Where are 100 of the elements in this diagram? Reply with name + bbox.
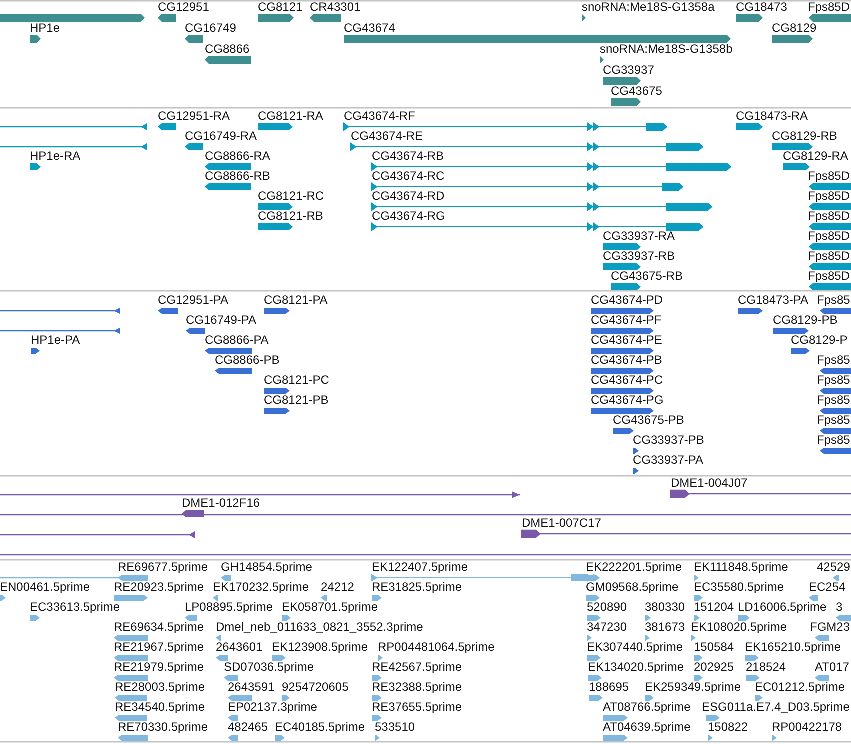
feature-label: LD16006.5prime: [738, 601, 827, 614]
feature-label: RP004481064.5prime: [378, 641, 495, 654]
feature-label: RE20923.5prime: [114, 581, 204, 594]
feature-label: 150584: [694, 641, 734, 654]
feature-label: CG8866: [205, 43, 250, 56]
feature-label: GM09568.5prime: [586, 581, 679, 594]
feature-label: EC254: [809, 581, 846, 594]
feature-label: CG43675-RB: [611, 270, 684, 283]
feature-label: CG18473: [736, 1, 788, 14]
feature-label: CG43674: [344, 22, 396, 35]
feature-label: 533510: [375, 721, 416, 734]
feature-label: CG16749-RA: [185, 130, 258, 143]
feature-label: DME1-004J07: [671, 477, 748, 490]
feature-label: EC40185.5prime: [275, 721, 366, 734]
feature-label: CG33937-RB: [603, 250, 676, 263]
feature-label: Fps85: [817, 294, 850, 307]
feature-label: CG43674-PB: [591, 354, 662, 367]
feature-label: 381673: [645, 621, 686, 634]
feature-label: Fps85D: [808, 270, 850, 283]
feature-label: CG43674-PG: [591, 394, 664, 407]
feature-label: 9254720605: [282, 681, 349, 694]
feature-label: CG43674-RB: [372, 150, 444, 163]
feature-label: RE37655.5prime: [372, 701, 462, 714]
feature-label: CG8129-P: [791, 334, 848, 347]
feature-label: EK307440.5prime: [587, 641, 684, 654]
feature-label: LP08895.5prime: [185, 601, 274, 614]
feature-label: Fps85: [817, 394, 850, 407]
feature-label: CG8866-PB: [215, 354, 280, 367]
feature-label: CG43674-RE: [351, 130, 424, 143]
feature-label: RP00422178: [772, 721, 842, 734]
feature-label: CG8121: [258, 1, 303, 14]
feature-label: CG8129-PB: [773, 314, 838, 327]
feature-label: Fps85D: [808, 230, 850, 243]
feature-label: CG16749: [185, 22, 236, 35]
feature-label: 2643591: [228, 681, 275, 694]
feature-label: CG33937: [603, 64, 654, 77]
feature-label: 188695: [589, 681, 630, 694]
feature-label: CG8121-PB: [264, 394, 329, 407]
feature-label: HP1e: [30, 22, 60, 35]
feature-label: HP1e-PA: [31, 334, 80, 347]
feature-label: RE69634.5prime: [114, 621, 204, 634]
feature-label: 218524: [746, 661, 786, 674]
feature-label: EK108020.5prime: [691, 621, 788, 634]
feature-label: Fps85: [817, 354, 850, 367]
feature-label: CG43674-PE: [591, 334, 662, 347]
feature-label: CG8866-RB: [205, 170, 270, 183]
feature-label: CG12951: [158, 1, 210, 14]
feature-label: CG8121-RB: [258, 210, 324, 223]
feature-label: Dmel_neb_011633_0821_3552.3prime: [216, 621, 424, 634]
feature-label: Fps85D: [808, 210, 850, 223]
feature-label: CG18473-PA: [738, 294, 808, 307]
feature-label: 380330: [645, 601, 686, 614]
feature-label: EK259349.5prime: [645, 681, 742, 694]
feature-label: CG8129: [772, 22, 817, 35]
feature-label: RE42567.5prime: [372, 661, 462, 674]
feature-label: CG43674-RD: [372, 190, 445, 203]
feature-label: CG8121-RC: [258, 190, 324, 203]
feature-label: EC35580.5prime: [694, 581, 784, 594]
feature-label: CG43675-PB: [613, 414, 684, 427]
feature-label: CG8121-PA: [264, 294, 328, 307]
feature-label: CG16749-PA: [186, 314, 256, 327]
feature-label: 42529: [817, 561, 850, 574]
feature-label: EK122407.5prime: [372, 561, 468, 574]
feature-label: 151204: [694, 601, 734, 614]
feature-label: CG12951-RA: [158, 110, 230, 123]
feature-label: 202925: [694, 661, 734, 674]
feature-label: CG33937-RA: [603, 230, 676, 243]
feature-label: 150822: [708, 721, 748, 734]
feature-label: CG43674-PF: [591, 314, 662, 327]
feature-label: EK170232.5prime: [213, 581, 310, 594]
feature-label: RE21979.5prime: [114, 661, 204, 674]
feature-label: RE70330.5prime: [118, 721, 208, 734]
feature-label: CG8129-RA: [783, 150, 848, 163]
feature-label: 3: [836, 601, 843, 614]
feature-label: AT017: [815, 661, 850, 674]
feature-label: 24212: [321, 581, 354, 594]
feature-label: snoRNA:Me18S-G1358b: [600, 43, 733, 56]
feature-label: CG43674-PD: [591, 294, 664, 307]
feature-label: RE21967.5prime: [114, 641, 204, 654]
feature-label: RE69677.5prime: [118, 561, 208, 574]
feature-label: HP1e-RA: [30, 150, 81, 163]
feature-label: CR43301: [310, 1, 361, 14]
feature-label: EP02137.3prime: [228, 701, 318, 714]
feature-label: Fps85: [817, 434, 850, 447]
feature-label: CG8866-PA: [205, 334, 269, 347]
feature-label: FGM23: [810, 621, 850, 634]
feature-label: snoRNA:Me18S-G1358a: [582, 1, 715, 14]
feature-label: Fps85: [817, 374, 850, 387]
feature-label: 520890: [587, 601, 628, 614]
feature-label: EK111848.5prime: [694, 561, 788, 574]
feature-label: Fps85D: [808, 190, 850, 203]
feature-label: RE31825.5prime: [372, 581, 462, 594]
feature-label: 482465: [228, 721, 268, 734]
feature-label: EK123908.5prime: [272, 641, 368, 654]
feature-label: RE34540.5prime: [115, 701, 206, 714]
feature-label: AT04639.5prime: [603, 721, 691, 734]
feature-label: EC01212.5prime: [755, 681, 846, 694]
feature-label: CG8121-PC: [264, 374, 330, 387]
feature-label: EN00461.5prime: [0, 581, 90, 594]
feature-label: EK134020.5prime: [588, 661, 684, 674]
